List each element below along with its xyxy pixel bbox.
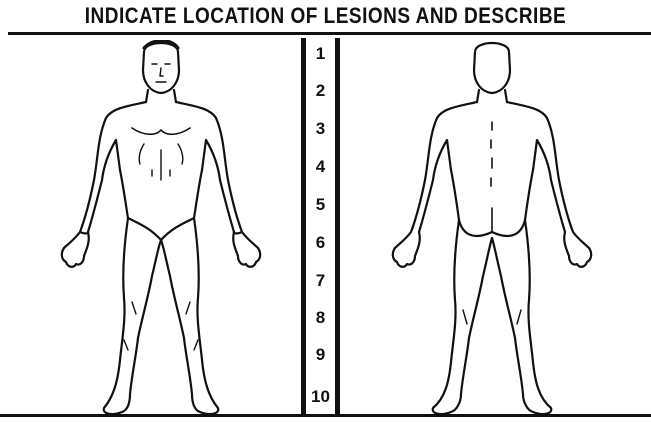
front-body-figure[interactable]	[40, 40, 280, 417]
number-10: 10	[306, 387, 335, 407]
back-body-outline	[375, 40, 615, 417]
number-8: 8	[306, 308, 335, 328]
title-rule	[8, 32, 651, 35]
number-3: 3	[306, 119, 335, 139]
form-title: INDICATE LOCATION OF LESIONS AND DESCRIB…	[0, 4, 651, 29]
number-4: 4	[306, 157, 335, 177]
number-7: 7	[306, 271, 335, 291]
number-1: 1	[306, 44, 335, 64]
number-2: 2	[306, 81, 335, 101]
back-body-figure[interactable]	[375, 40, 615, 417]
front-body-outline	[40, 40, 280, 417]
numbers-column: 1 2 3 4 5 6 7 8 9 10	[301, 38, 340, 417]
number-6: 6	[306, 233, 335, 253]
number-5: 5	[306, 195, 335, 215]
number-9: 9	[306, 345, 335, 365]
